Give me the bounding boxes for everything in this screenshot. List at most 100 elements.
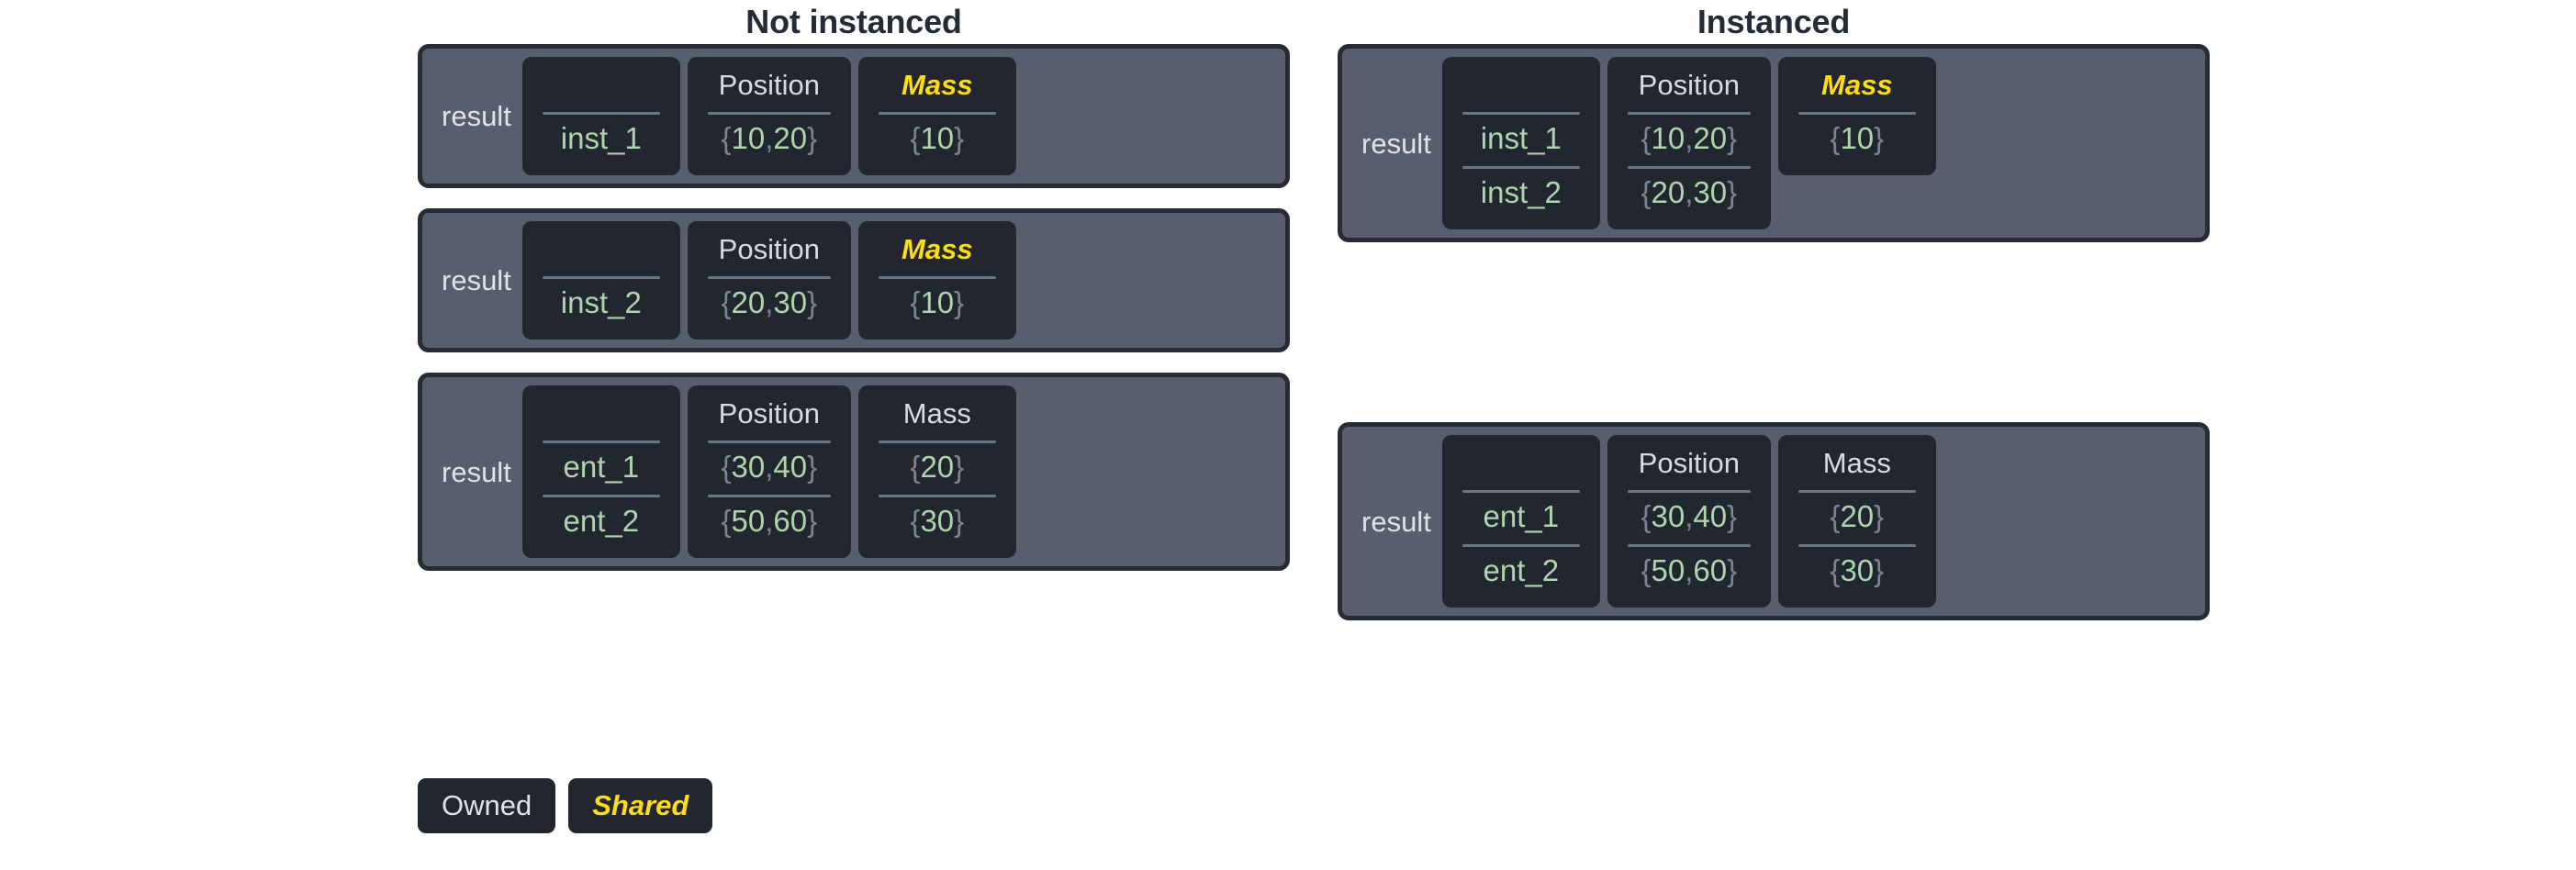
cell-entity-name: ent_1	[1483, 499, 1560, 533]
column-instanced: Instanced result inst_1 inst_2 Position	[1338, 0, 2210, 641]
header-divider	[542, 441, 660, 443]
cell-entity-name: inst_1	[560, 121, 642, 155]
cell-position: {10, 20}	[721, 121, 818, 155]
cell-position: {30, 40}	[1641, 499, 1738, 533]
column-header-name	[537, 66, 666, 108]
header-divider	[1627, 490, 1751, 493]
panel-label: result	[442, 264, 511, 296]
cell-position: {30, 40}	[721, 450, 818, 484]
component-columns: ent_1 ent_2 Position {30, 40} {50, 60} M…	[521, 385, 1277, 558]
cell-mass: {20}	[910, 450, 965, 484]
column-not-instanced: Not instanced result inst_1 Position {10…	[418, 0, 1290, 591]
result-panel: result ent_1 ent_2 Position {30, 40}	[418, 373, 1290, 571]
column-header-mass: Mass	[902, 397, 971, 429]
row-divider	[542, 495, 660, 497]
header-divider	[542, 276, 660, 279]
comparison-columns: Not instanced result inst_1 Position {10…	[418, 0, 2217, 870]
header-divider	[707, 112, 831, 115]
cell-entity-name: inst_2	[1480, 175, 1562, 209]
legend-chip-shared: Shared	[568, 778, 713, 833]
component-columns: ent_1 ent_2 Position {30, 40} {50, 60} M…	[1441, 435, 2197, 608]
column-header-position: Position	[718, 69, 820, 101]
column-header-name	[1457, 444, 1585, 486]
column-header-name	[537, 395, 666, 437]
header-divider	[878, 441, 996, 443]
cell-position: {50, 60}	[721, 504, 818, 538]
header-divider	[1627, 112, 1751, 115]
row-divider	[1627, 544, 1751, 547]
header-divider	[1798, 490, 1916, 493]
panel-label: result	[442, 100, 511, 132]
cell-entity-name: ent_2	[1483, 553, 1560, 587]
row-divider	[1798, 544, 1916, 547]
component-column-name: inst_1	[521, 57, 680, 175]
component-column-position: Position {10, 20} {20, 30}	[1607, 57, 1771, 229]
row-divider	[707, 495, 831, 497]
legend: Owned Shared	[418, 778, 713, 833]
layout-spacer	[1338, 262, 2210, 422]
header-divider	[878, 276, 996, 279]
result-panel: result ent_1 ent_2 Position {30, 40}	[1338, 422, 2210, 620]
component-column-position: Position {30, 40} {50, 60}	[1607, 435, 1771, 608]
component-column-mass: Mass {10}	[857, 57, 1016, 175]
row-divider	[1627, 166, 1751, 169]
component-column-name: ent_1 ent_2	[521, 385, 680, 558]
component-column-position: Position {10, 20}	[687, 57, 851, 175]
row-divider	[1462, 544, 1580, 547]
header-divider	[878, 112, 996, 115]
column-title-not-instanced: Not instanced	[745, 3, 962, 40]
component-column-name: inst_1 inst_2	[1441, 57, 1600, 229]
result-panel: result inst_1 Position {10, 20} Mass	[418, 44, 1290, 188]
header-divider	[1462, 112, 1580, 115]
column-header-mass: Mass	[1822, 447, 1891, 479]
component-column-name: ent_1 ent_2	[1441, 435, 1600, 608]
component-columns: inst_2 Position {20, 30} Mass {10}	[521, 221, 1277, 340]
cell-mass: {10}	[910, 121, 965, 155]
header-divider	[1798, 112, 1916, 115]
column-header-position: Position	[1638, 69, 1740, 101]
column-header-position: Position	[1638, 447, 1740, 479]
header-divider	[707, 276, 831, 279]
column-header-position: Position	[718, 233, 820, 265]
cell-entity-name: ent_1	[563, 450, 640, 484]
cell-mass: {20}	[1830, 499, 1885, 533]
cell-position: {10, 20}	[1641, 121, 1738, 155]
component-columns: inst_1 Position {10, 20} Mass {10}	[521, 57, 1277, 175]
column-header-mass: Mass	[902, 233, 973, 265]
header-divider	[542, 112, 660, 115]
cell-position: {20, 30}	[1641, 175, 1738, 209]
panel-label: result	[1361, 505, 1431, 538]
component-column-mass: Mass {10}	[857, 221, 1016, 340]
cell-entity-name: inst_2	[560, 285, 642, 319]
column-header-position: Position	[718, 397, 820, 429]
column-header-name	[537, 230, 666, 273]
column-header-mass: Mass	[1821, 69, 1893, 101]
legend-chip-owned: Owned	[418, 778, 556, 833]
cell-mass: {30}	[910, 504, 965, 538]
component-columns: inst_1 inst_2 Position {10, 20} {20, 30}…	[1441, 57, 2197, 229]
row-divider	[1462, 166, 1580, 169]
component-column-mass: Mass {20} {30}	[1777, 435, 1936, 608]
cell-mass: {10}	[1830, 121, 1885, 155]
cell-mass: {10}	[910, 285, 965, 319]
row-divider	[878, 495, 996, 497]
component-column-mass: Mass {20} {30}	[857, 385, 1016, 558]
cell-entity-name: inst_1	[1480, 121, 1562, 155]
column-header-mass: Mass	[902, 69, 973, 101]
column-title-instanced: Instanced	[1697, 3, 1851, 40]
header-divider	[707, 441, 831, 443]
result-panel: result inst_2 Position {20, 30} Mass	[418, 208, 1290, 352]
cell-mass: {30}	[1830, 553, 1885, 587]
cell-position: {20, 30}	[721, 285, 818, 319]
component-column-position: Position {20, 30}	[687, 221, 851, 340]
header-divider	[1462, 490, 1580, 493]
component-column-name: inst_2	[521, 221, 680, 340]
panel-label: result	[1361, 127, 1431, 160]
panel-label: result	[442, 455, 511, 488]
component-column-mass: Mass {10}	[1777, 57, 1936, 175]
component-column-position: Position {30, 40} {50, 60}	[687, 385, 851, 558]
column-header-name	[1457, 66, 1585, 108]
cell-position: {50, 60}	[1641, 553, 1738, 587]
result-panel: result inst_1 inst_2 Position {10, 20}	[1338, 44, 2210, 242]
